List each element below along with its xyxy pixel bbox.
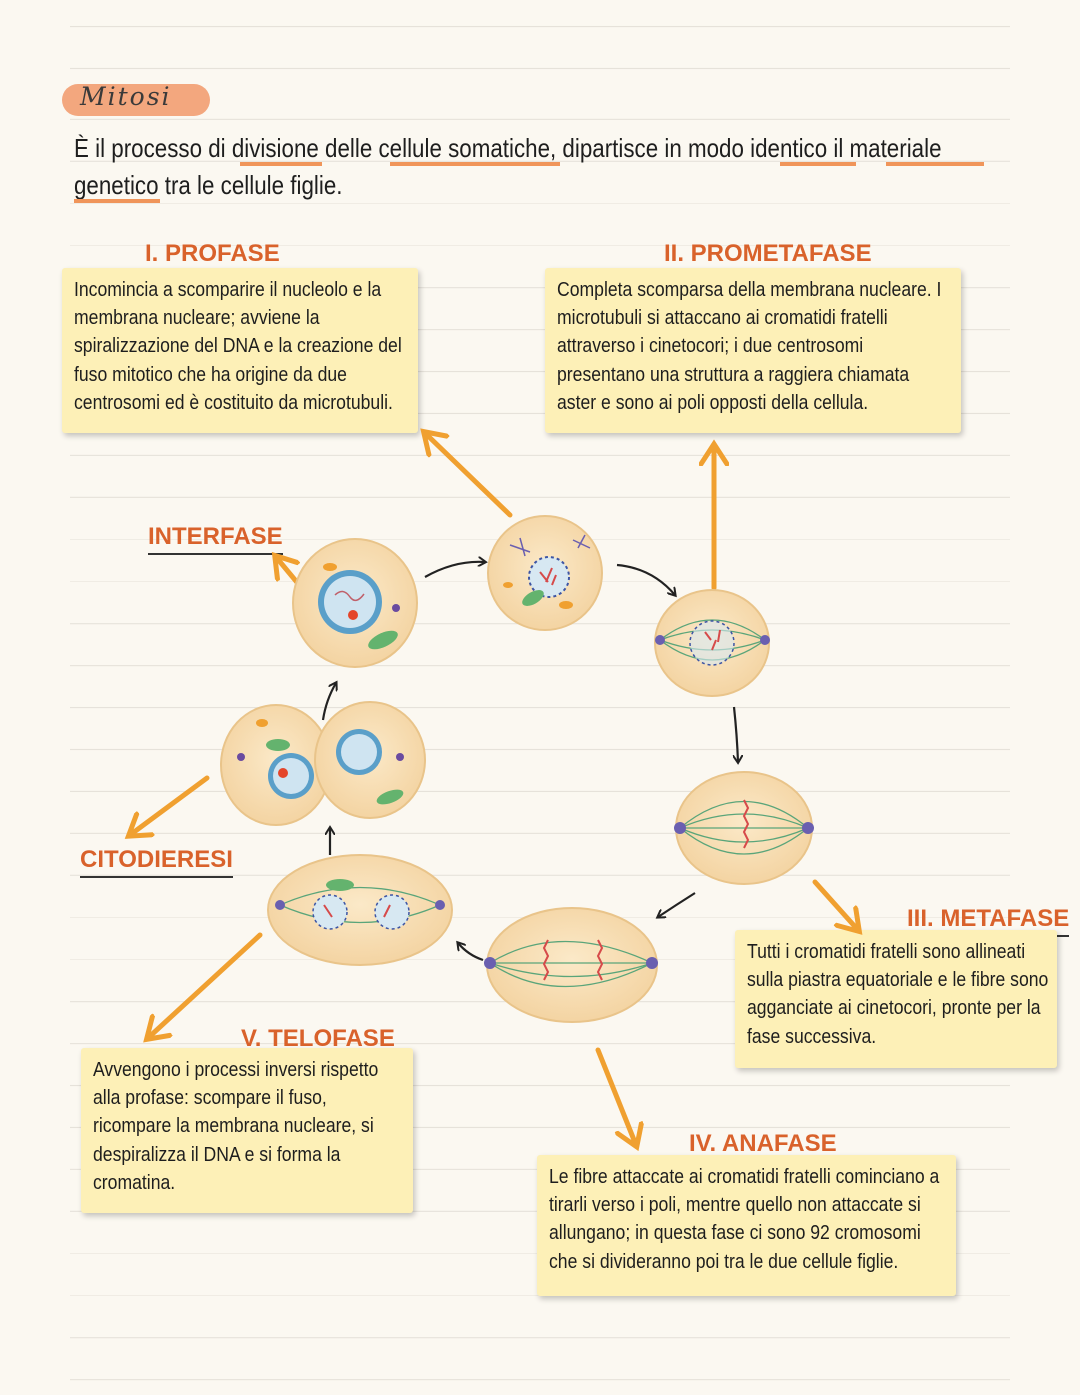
page-title: Mitosi <box>80 82 172 111</box>
cycle-arrow <box>458 943 484 962</box>
arrow-to-metafase <box>812 879 858 930</box>
interfase-label: INTERFASE <box>148 523 283 555</box>
prophase-cell <box>487 515 603 631</box>
metafase-line: fase successiva. <box>747 1025 877 1048</box>
prometafase-line: aster e sono ai poli opposti della cellu… <box>557 391 869 414</box>
prometafase-box: Completa scomparsa della membrana nuclea… <box>545 268 961 433</box>
cycle-arrow <box>616 563 675 595</box>
anafase-line: allungano; in questa fase ci sono 92 cro… <box>549 1222 921 1245</box>
anafase-text: Le fibre attaccate ai cromatidi fratelli… <box>549 1163 939 1276</box>
telofase-line: cromatina. <box>93 1171 176 1194</box>
profase-line: spiralizzazione del DNA e la creazione d… <box>74 335 402 358</box>
metafase-line: sulla piastra equatoriale e le fibre son… <box>747 969 1049 992</box>
metaphase-cell <box>674 771 814 885</box>
profase-text: Incomincia a scomparire il nucleolo e la… <box>74 276 402 417</box>
prometaphase-cell <box>654 589 770 697</box>
anaphase-cell <box>484 907 658 1023</box>
arrow-to-telofase <box>148 932 263 1038</box>
telofase-line: Avvengono i processi inversi rispetto <box>93 1059 379 1081</box>
anafase-line: Le fibre attaccate ai cromatidi fratelli… <box>549 1166 940 1188</box>
cycle-arrow <box>658 892 696 917</box>
telofase-line: alla profase: scompare il fuso, <box>93 1087 327 1110</box>
citodieresi-label: CITODIERESI <box>80 846 233 878</box>
intro-text: È il processo di divisione delle cellule… <box>74 130 1003 204</box>
arrow-to-profase <box>425 433 513 518</box>
arrow-to-anafase <box>595 1047 636 1145</box>
anafase-line: tirarli verso i poli, mentre quello non … <box>549 1194 921 1217</box>
cycle-arrow <box>321 683 336 721</box>
anafase-box: Le fibre attaccate ai cromatidi fratelli… <box>537 1155 956 1296</box>
metafase-box: Tutti i cromatidi fratelli sono allineat… <box>735 930 1057 1068</box>
profase-line: Incomincia a scomparire il nucleolo e la <box>74 279 382 301</box>
prometafase-text: Completa scomparsa della membrana nuclea… <box>557 276 941 417</box>
telofase-box: Avvengono i processi inversi rispetto al… <box>81 1048 413 1213</box>
metafase-line: Tutti i cromatidi fratelli sono allineat… <box>747 941 1026 963</box>
cycle-arrow <box>734 706 738 762</box>
cycle-arrows <box>321 562 738 962</box>
telofase-line: ricompare la membrana nucleare, si <box>93 1115 374 1138</box>
title-pill <box>62 84 210 116</box>
profase-line: membrana nucleare; avviene la <box>74 307 320 330</box>
cycle-arrow <box>424 562 485 578</box>
metafase-text: Tutti i cromatidi fratelli sono allineat… <box>747 938 1048 1051</box>
prometafase-line: attraverso i cinetocori; i due centrosom… <box>557 335 864 358</box>
profase-line: centrosomi ed è costituito da microtubul… <box>74 391 393 414</box>
intro-line-1: È il processo di divisione delle cellule… <box>74 133 942 163</box>
cytokinesis-cell <box>220 701 426 826</box>
prometafase-line: microtubuli si attaccano ai cromatidi fr… <box>557 307 888 330</box>
profase-line: fuso mitotico che ha origine da due <box>74 363 347 386</box>
intro-line-2: genetico tra le cellule figlie. <box>74 170 343 200</box>
telofase-text: Avvengono i processi inversi rispetto al… <box>93 1056 378 1197</box>
telofase-line: despiralizza il DNA e si forma la <box>93 1143 341 1166</box>
interphase-cell <box>292 538 418 668</box>
metafase-line: agganciate ai cinetocori, pronte per la <box>747 997 1041 1020</box>
profase-box: Incomincia a scomparire il nucleolo e la… <box>62 268 418 433</box>
telophase-cell <box>267 854 453 966</box>
arrow-to-citodieresi <box>130 775 210 835</box>
orange-arrows <box>130 433 858 1145</box>
prometafase-line: Completa scomparsa della membrana nuclea… <box>557 279 942 301</box>
prometafase-line: presentano una struttura a raggiera chia… <box>557 363 910 386</box>
anafase-line: che si divideranno poi tra le due cellul… <box>549 1250 899 1273</box>
